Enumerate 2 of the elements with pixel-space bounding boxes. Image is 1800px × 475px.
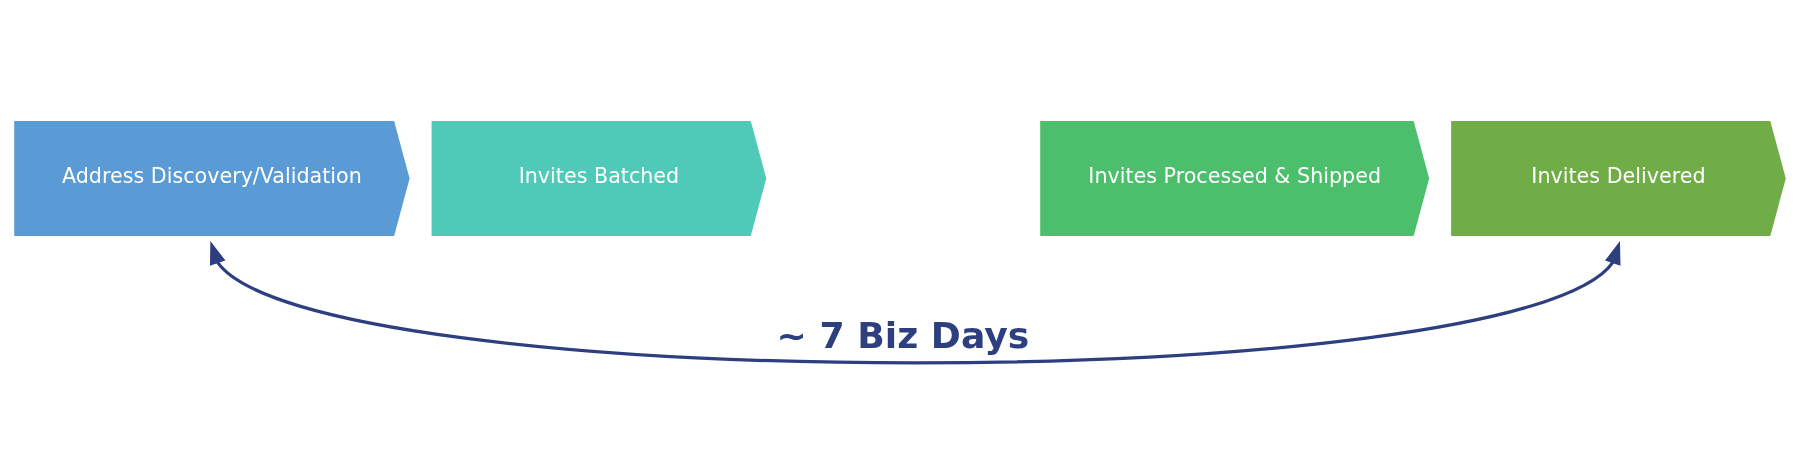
edge-label: ~ 7 Biz Days [776, 313, 1030, 357]
arrow [209, 240, 1621, 364]
